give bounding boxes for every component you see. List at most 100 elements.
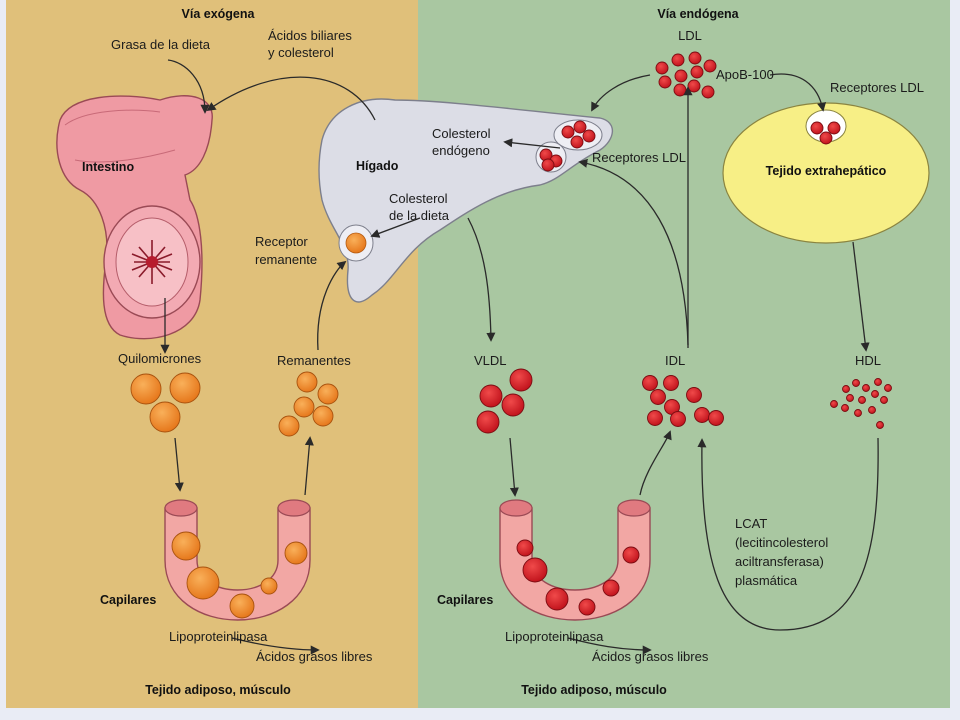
capillaries-right-label: Capilares [437,593,493,607]
arrow-liver-to-intestine [206,76,376,121]
ldl-receptors-liver-label: Receptores LDL [592,150,686,165]
arrow-capillary-to-remnants [304,436,314,496]
vldl-label: VLDL [474,353,507,368]
orange-particle [293,396,315,418]
ffa-right-label: Ácidos grasos libres [592,649,709,664]
red-particle [862,384,870,392]
red-particle [871,390,879,398]
red-particle [650,389,666,405]
red-particle [573,120,587,134]
red-particle [671,53,685,67]
endogenous-chol-label-1: Colesterol [432,126,491,141]
capillaries-left-label: Capilares [100,593,156,607]
red-particle [602,579,620,597]
red-particle [522,557,548,583]
ldl-receptors-tissue-label: Receptores LDL [830,80,924,95]
red-particle [874,378,882,386]
arrow-chylo-to-capillary [174,437,184,492]
arrow-lpl-left [231,637,320,655]
remnant-particles [278,371,339,437]
red-particle [545,587,569,611]
red-particle [694,407,710,423]
hdl-label: HDL [855,353,881,368]
red-particle [647,410,663,426]
red-particle [570,135,584,149]
red-particle [516,539,534,557]
red-particle [880,396,888,404]
red-particle [854,409,862,417]
orange-particle [317,383,339,405]
idl-label: IDL [665,353,685,368]
red-particle [501,393,525,417]
orange-particle [312,405,334,427]
red-particle [884,384,892,392]
bile-acids-label-2: y colesterol [268,45,334,60]
red-particle [841,404,849,412]
red-particle [622,546,640,564]
lcat-label-1: LCAT [735,516,767,531]
red-particle [858,396,866,404]
red-particle [810,121,824,135]
lcat-label-2: (lecitincolesterol [735,535,828,550]
dietary-chol-label-1: Colesterol [389,191,448,206]
apob-label: ApoB-100 [716,67,774,82]
endogenous-title: Vía endógena [657,7,739,21]
dietary-chol-label-2: de la dieta [389,208,450,223]
liver-label: Hígado [356,159,399,173]
arrow-idl-to-liver [578,158,689,346]
extrahepatic-label: Tejido extrahepático [766,164,887,178]
arrow-vldl-to-capillary [509,437,519,497]
arrow-ldl-to-liver [591,74,651,112]
red-particle [658,75,672,89]
red-particle [476,410,500,434]
arrow-hdl-to-idl [697,437,879,631]
capillary-right-particles [516,539,640,616]
orange-particle [171,531,201,561]
orange-particle [229,593,255,619]
red-particle [578,598,596,616]
red-particle [688,51,702,65]
orange-particle [278,415,300,437]
tissue-left-label: Tejido adiposo, músculo [145,683,291,697]
chylomicrons-label: Quilomicrones [118,351,202,366]
tissue-right-label: Tejido adiposo, músculo [521,683,667,697]
lpl-right-label: Lipoproteinlipasa [505,629,604,644]
capillary-left-particles [171,531,308,619]
lcat-label-4: plasmática [735,573,798,588]
red-particle [690,65,704,79]
red-particle [670,411,686,427]
orange-particle [186,566,220,600]
bile-acids-label-1: Ácidos biliares [268,28,352,43]
orange-particle [130,373,162,405]
remnants-label: Remanentes [277,353,351,368]
arrow-ldl-to-tissue [769,73,827,112]
remnant-receptor-label-2: remanente [255,252,317,267]
red-particle [674,69,688,83]
arrow-dietary-chol-to-receptor [370,217,421,238]
red-particle [852,379,860,387]
arrow-tissue-to-hdl [852,241,870,352]
red-particle [541,158,555,172]
arrow-remnants-to-liver [317,260,347,351]
exogenous-title: Vía exógena [182,7,256,21]
arrow-lpl-right [567,637,652,655]
ldl-label: LDL [678,28,702,43]
arrow-capillary-to-idl [639,430,672,496]
lpl-left-label: Lipoproteinlipasa [169,629,268,644]
red-particle [686,387,702,403]
orange-particle [149,401,181,433]
lcat-label-3: aciltransferasa) [735,554,824,569]
red-particle [663,375,679,391]
red-particle [703,59,717,73]
orange-particle [284,541,308,565]
orange-particle [169,372,201,404]
hdl-particles [830,378,892,429]
intestine-label: Intestino [82,160,134,174]
red-particle [673,83,687,97]
ldl-particles [655,51,717,99]
endogenous-chol-label-2: endógeno [432,143,490,158]
red-particle [687,79,701,93]
idl-particles [642,375,724,427]
